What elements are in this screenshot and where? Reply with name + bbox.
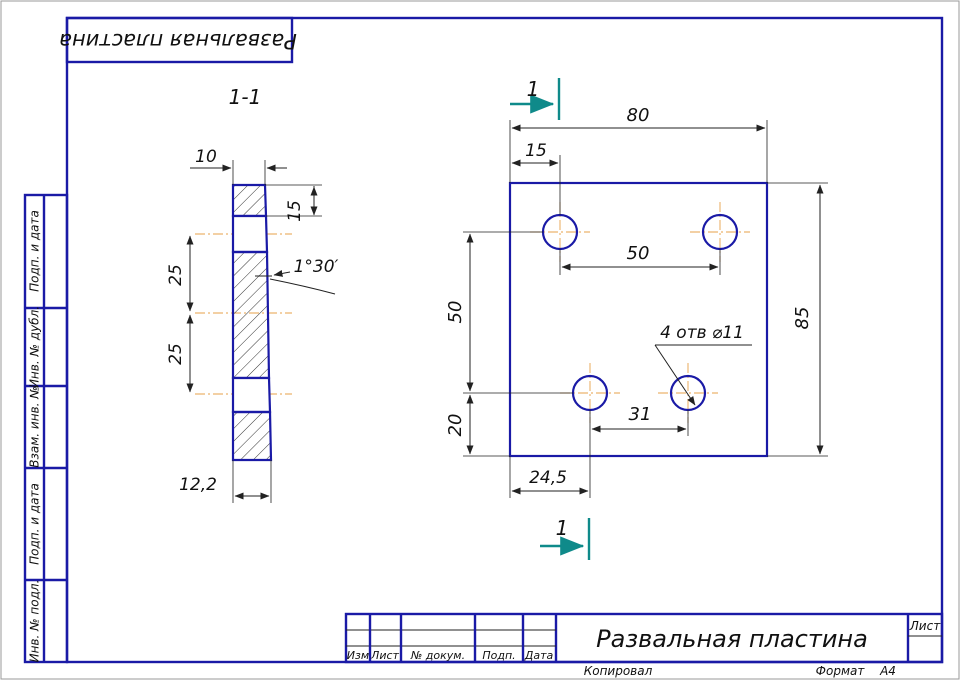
- top-title-frame: [65, 16, 294, 64]
- angle-arc: [269, 278, 336, 295]
- section-label: 1-1: [229, 85, 262, 109]
- dim-width-text: 10: [195, 147, 217, 167]
- copied-label: Копировал: [584, 664, 653, 678]
- section-hole-lower: [231, 376, 272, 414]
- side-stamp-podp-data-upper: Подп. и дата: [28, 210, 42, 292]
- dim-height-text: 85: [792, 307, 813, 330]
- dim-bottom-text: 12,2: [179, 475, 217, 495]
- section-part-middle: [231, 250, 271, 380]
- side-stamp-podp-data-lower: Подп. и дата: [28, 483, 42, 565]
- dim-bottom-offset-text: 20: [445, 414, 466, 437]
- drawing-title: Развальная пластина: [596, 625, 868, 653]
- plan-view: 1 1 80 15: [445, 77, 828, 560]
- angle-arrow: [273, 269, 291, 277]
- side-stamp-inv-dubl: Инв. № дубл.: [28, 306, 42, 388]
- dim-hole-spacing-top-text: 50: [627, 243, 650, 264]
- dim-edge-offset-text: 15: [525, 141, 547, 161]
- section-part-top: [231, 183, 268, 218]
- title-block: Изм Лист № докум. Подп. Дата Развальная …: [344, 612, 944, 678]
- section-view: 1-1 10 15 1°30′ 25: [166, 85, 339, 503]
- top-title-upside-down: Развальная пластина: [59, 29, 297, 53]
- format-label: Формат: [816, 664, 866, 678]
- dim-left-height-text: 50: [445, 301, 466, 324]
- section-hole-upper: [231, 214, 269, 254]
- header-date: Дата: [524, 649, 554, 662]
- section-mark-bottom-text: 1: [556, 516, 569, 540]
- dim-upper-text: 25: [166, 264, 186, 286]
- dim-hole-spacing-bottom-text: 31: [629, 404, 652, 425]
- side-stamp: Инв. № подл. Подп. и дата Взам. инв. № И…: [23, 193, 69, 664]
- plate-outline: [508, 181, 769, 458]
- section-mark-top-text: 1: [527, 77, 540, 101]
- side-stamp-frame: [23, 193, 69, 664]
- header-doc-number: № докум.: [410, 649, 465, 662]
- section-marker-bottom: 1: [540, 516, 591, 560]
- leader-line: [654, 344, 696, 406]
- dim-bottom-left-text: 24,5: [529, 468, 567, 488]
- section-part-bottom: [231, 410, 273, 462]
- drawing-frame: [65, 16, 944, 664]
- dim-angle-text: 1°30′: [294, 257, 339, 277]
- dim-lower-text: 25: [166, 343, 186, 365]
- side-stamp-inv-podl: Инв. № подл.: [28, 580, 42, 663]
- dim-top-text: 15: [285, 200, 305, 222]
- section-marker-top: 1: [510, 77, 561, 120]
- hole-note-text: 4 отв ⌀11: [660, 323, 744, 343]
- header-izm: Изм: [347, 649, 369, 662]
- dim-plan-width-text: 80: [627, 105, 650, 126]
- format-value: А4: [879, 664, 896, 678]
- side-stamp-vzam-inv: Взам. инв. №: [28, 386, 42, 467]
- title-block-frame: [344, 612, 944, 664]
- sheet-label: Лист: [909, 619, 941, 633]
- header-list: Лист: [370, 649, 399, 662]
- top-title-box: Развальная пластина: [59, 16, 297, 64]
- header-signature: Подп.: [482, 649, 515, 662]
